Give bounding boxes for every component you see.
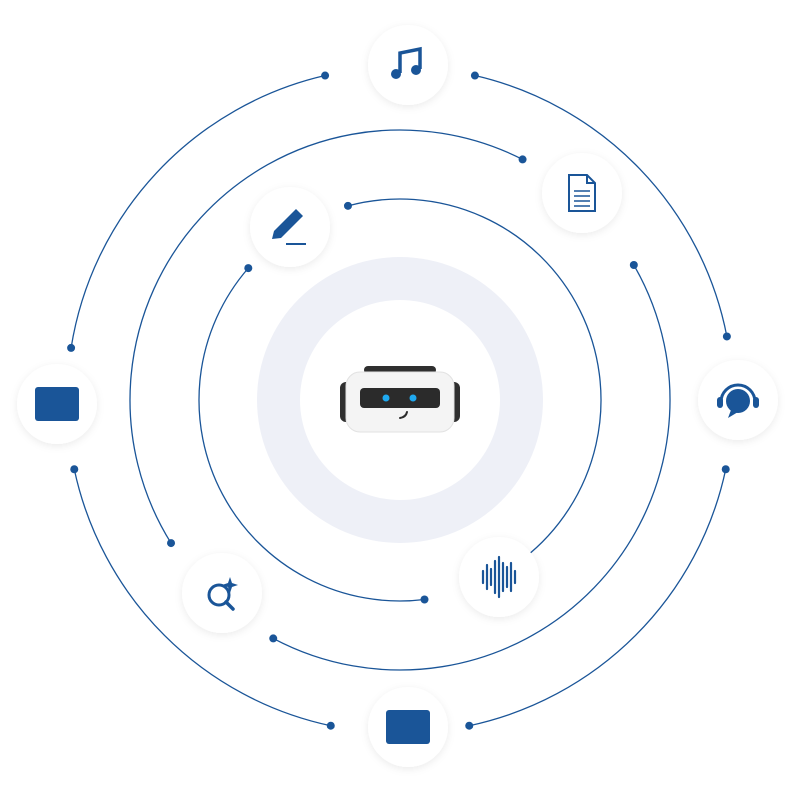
orbit-arc — [272, 264, 671, 671]
pencil-icon — [272, 209, 306, 245]
node-rectangle — [17, 364, 97, 444]
node-audio-waveform — [459, 537, 539, 617]
orbit-arc — [129, 129, 523, 544]
rectangle-icon — [386, 710, 430, 744]
node-circle — [542, 153, 622, 233]
rectangle-icon — [35, 387, 79, 421]
orbit-dot — [465, 721, 474, 730]
orbit-dot — [321, 71, 330, 80]
orbit-dot — [420, 595, 429, 604]
robot-head-icon — [340, 366, 460, 433]
node-headset-chat — [698, 360, 778, 440]
orbit-arc — [198, 267, 425, 602]
node-circle — [182, 553, 262, 633]
audio-waveform-icon — [481, 555, 517, 599]
orbit-dot — [70, 465, 79, 474]
orbit-dot — [326, 721, 335, 730]
orbit-arc — [70, 74, 326, 349]
orbit-arc — [73, 469, 331, 727]
orbit-dot — [244, 264, 253, 273]
orbit-arc — [469, 469, 727, 727]
orbit-dot — [343, 201, 352, 210]
orbit-dot — [518, 155, 527, 164]
orbit-dot — [269, 634, 278, 643]
node-rectangle — [368, 687, 448, 767]
orbit-arcs — [67, 71, 731, 730]
headset-chat-icon — [717, 383, 759, 418]
node-pencil — [250, 187, 330, 267]
orbit-dot — [722, 332, 731, 341]
orbit-arc — [347, 198, 602, 559]
orbit-dot — [167, 539, 176, 548]
orbit-arc — [474, 74, 728, 337]
node-document — [542, 153, 622, 233]
orbit-dot — [67, 343, 76, 352]
node-search-sparkle — [182, 553, 262, 633]
orbit-dot — [629, 261, 638, 269]
search-sparkle-icon — [207, 577, 238, 611]
music-note-icon — [391, 46, 422, 79]
node-circle — [368, 25, 448, 105]
node-music-note — [368, 25, 448, 105]
document-icon — [568, 174, 596, 212]
orbit-dot — [470, 71, 479, 80]
orbit-dot — [721, 465, 730, 474]
